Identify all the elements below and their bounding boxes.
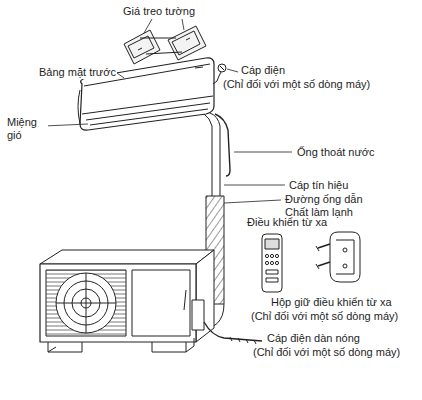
- remote-controller: [270, 261, 273, 264]
- wall-bracket: [128, 36, 154, 58]
- refrigerant-pipe: [210, 113, 220, 200]
- remote-controller: [265, 254, 268, 257]
- remote-holder: [330, 232, 360, 282]
- power-cable: [220, 66, 224, 70]
- leader-line: [144, 19, 152, 33]
- outdoor-unit: [48, 342, 186, 352]
- leader-line: [224, 185, 285, 186]
- remote-holder: [316, 246, 319, 251]
- part-label: Cáp điện: [240, 64, 286, 77]
- part-label: Cáp tín hiệu: [288, 179, 349, 192]
- remote-holder: [343, 248, 347, 252]
- remote-controller: [275, 261, 278, 264]
- remote-holder: [343, 264, 347, 268]
- outdoor-unit: [56, 273, 116, 333]
- refrigerant-pipe: [204, 114, 212, 200]
- wall-bracket: [124, 30, 160, 64]
- note-label: (Chỉ đối với một số dòng máy): [222, 78, 371, 91]
- note-label: (Chỉ đối với một số dòng máy): [252, 346, 401, 359]
- leader-line: [234, 152, 292, 153]
- remote-controller: [265, 239, 279, 249]
- wall-bracket: [138, 38, 190, 50]
- indoor-unit: [78, 90, 80, 124]
- part-label: Miệng gió: [6, 116, 48, 142]
- part-label: Bảng mặt trước: [38, 66, 117, 79]
- part-label: Cáp điện dàn nóng: [266, 332, 361, 345]
- note-label: (Chỉ đối với một số dòng máy): [250, 310, 399, 323]
- leader-line: [227, 69, 238, 72]
- leader-line: [117, 73, 124, 78]
- indoor-unit: [195, 67, 203, 68]
- leader-line: [44, 19, 292, 203]
- outdoor-unit: [40, 264, 196, 342]
- outdoor-unit: [48, 338, 194, 352]
- part-label: Điều khiển từ xa: [246, 216, 328, 229]
- remote-controller: [266, 270, 278, 274]
- part-label: Ống thoát nước: [296, 146, 376, 159]
- drain-hose: [215, 114, 230, 176]
- outdoor-unit: [46, 270, 126, 336]
- wall-bracket: [140, 38, 182, 54]
- remote-controller: [270, 254, 273, 257]
- outdoor-unit: [40, 250, 214, 352]
- remote-controller: [266, 278, 278, 282]
- leader-line: [44, 124, 88, 126]
- outdoor-unit: [184, 290, 186, 310]
- leader-line: [182, 19, 184, 30]
- remote-holder: [336, 240, 354, 274]
- power-cable: [213, 72, 221, 84]
- leader-line: [224, 200, 281, 203]
- remote-controller: [265, 261, 268, 264]
- outdoor-unit: [40, 250, 214, 264]
- wall-bracket: [168, 26, 206, 60]
- remote-controller: [275, 254, 278, 257]
- outdoor-unit: [192, 300, 204, 330]
- remote-holder: [318, 262, 330, 266]
- outdoor-power-cable: [204, 322, 262, 341]
- remote-holder: [316, 232, 360, 282]
- remote-controller: [262, 234, 282, 292]
- outdoor-power-cable: [230, 337, 256, 344]
- wall-bracket: [172, 31, 200, 55]
- outdoor-unit: [56, 273, 116, 333]
- outdoor-power-cable: [204, 322, 262, 344]
- part-label: Hộp giữ điều khiển từ xa: [270, 296, 393, 309]
- remote-controller: [262, 234, 282, 292]
- remote-holder: [318, 244, 330, 248]
- indoor-unit: [86, 103, 210, 125]
- wall-bracket: [124, 26, 206, 64]
- power-cable: [218, 64, 226, 72]
- outdoor-unit: [132, 270, 190, 336]
- remote-holder: [316, 264, 319, 269]
- part-label: Giá treo tường: [122, 5, 196, 18]
